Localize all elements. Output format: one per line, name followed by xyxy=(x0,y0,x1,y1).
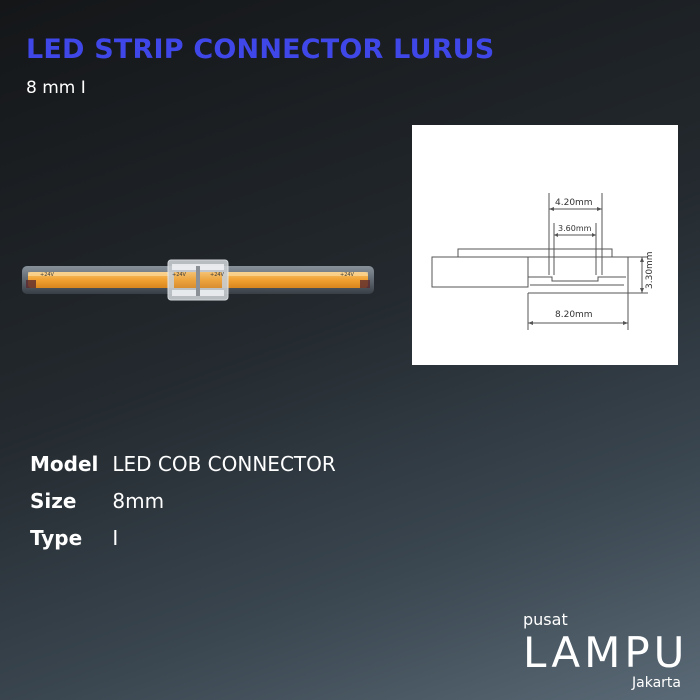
dimension-label-3-60: 3.60mm xyxy=(558,224,592,233)
logo-top-text: pusat xyxy=(523,610,568,629)
logo-bottom-text: Jakarta xyxy=(632,675,681,691)
spec-row-model: Model LED COB CONNECTOR xyxy=(30,452,336,476)
spec-value: LED COB CONNECTOR xyxy=(112,452,336,476)
spec-value: 8mm xyxy=(112,489,165,513)
page-title: LED STRIP CONNECTOR LURUS xyxy=(26,34,495,65)
spec-label: Model xyxy=(30,452,99,476)
spec-value: I xyxy=(112,526,119,550)
page-subtitle: 8 mm I xyxy=(26,78,86,98)
dimension-label-8-20: 8.20mm xyxy=(555,310,593,320)
strip-mark: +24V xyxy=(340,272,355,278)
strip-mark: +24V xyxy=(210,272,225,278)
logo-main-text: LAMPU xyxy=(523,628,689,677)
dimension-label-3-30: 3.30mm xyxy=(645,251,655,289)
spec-row-type: Type I xyxy=(30,526,118,550)
spec-label: Type xyxy=(30,526,83,550)
strip-mark: +24V xyxy=(40,272,55,278)
spec-label: Size xyxy=(30,489,77,513)
strip-mark: +24V xyxy=(172,272,187,278)
dimension-diagram: 4.20mm 3.60mm 8.20mm 3.30mm xyxy=(412,125,678,365)
spec-row-size: Size 8mm xyxy=(30,489,164,513)
led-strip-connector-image: +24V +24V +24V +24V xyxy=(22,259,374,301)
dimension-label-4-20: 4.20mm xyxy=(555,198,593,208)
